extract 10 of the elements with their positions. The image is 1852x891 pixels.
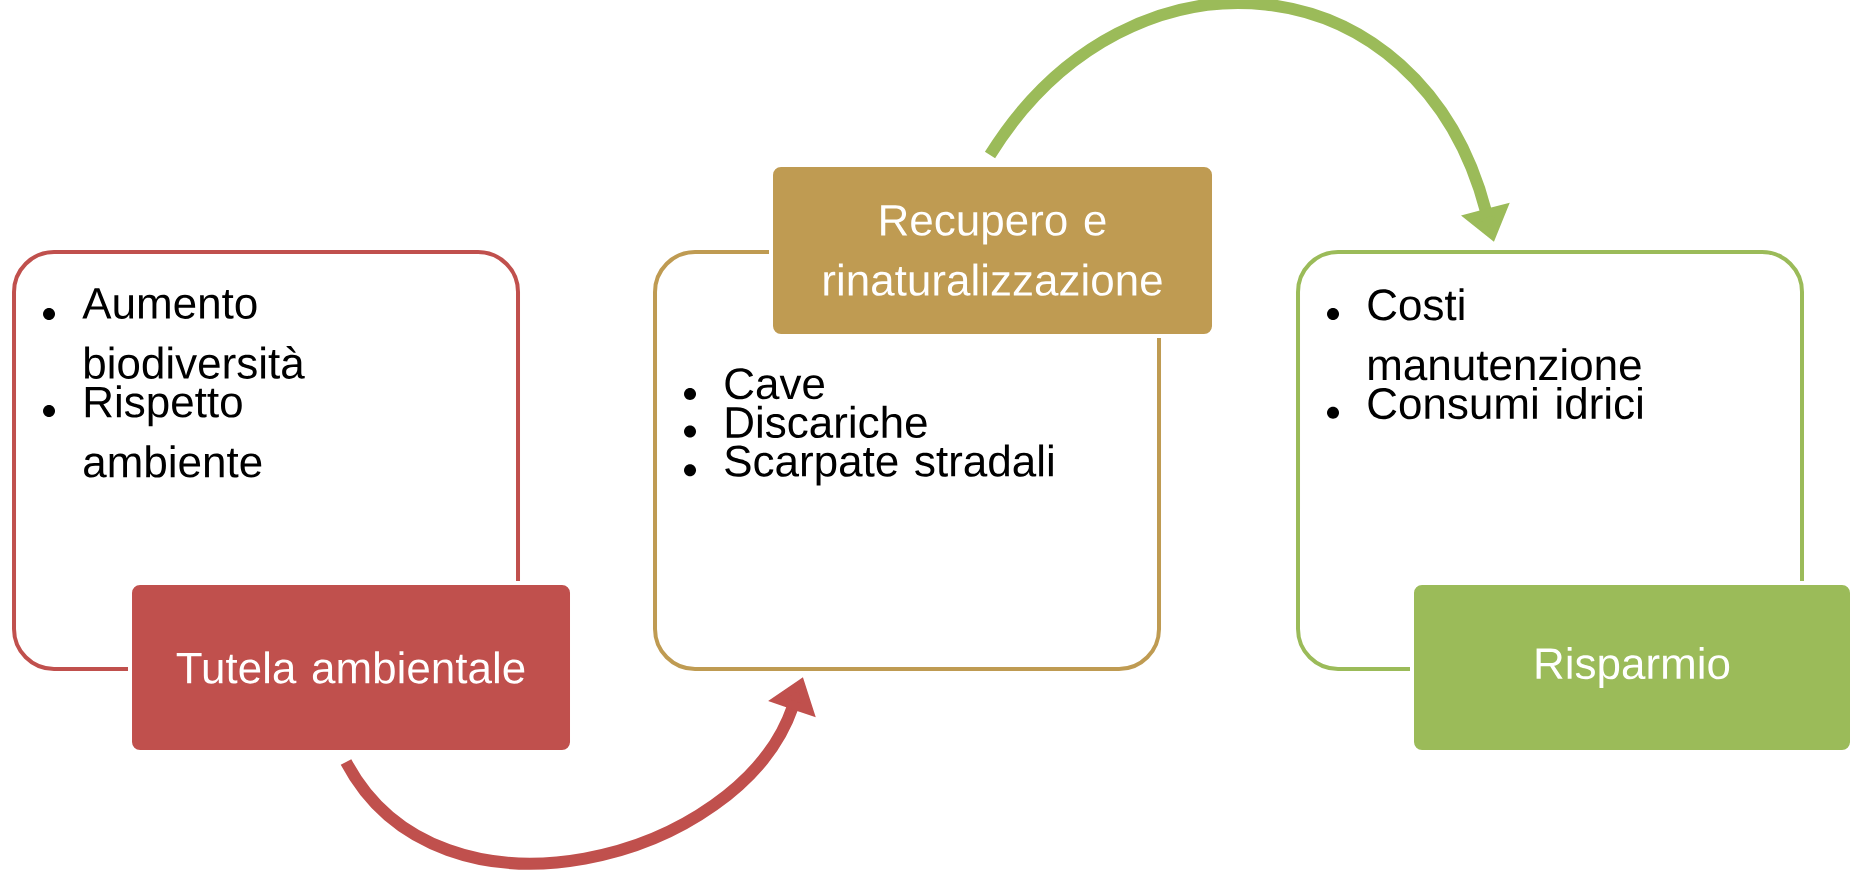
list-item: Cave [725, 368, 824, 400]
list-item: Aumento biodiversità [82, 288, 305, 379]
label-box: Recupero e rinaturalizzazione [769, 163, 1216, 338]
list-item: Discariche [726, 405, 927, 439]
label-box: Risparmio [1410, 581, 1852, 754]
list-item: Rispetto ambiente [84, 385, 262, 478]
list-item: Costi manutenzione [1368, 288, 1641, 381]
label-box: Tutela ambientale [128, 581, 574, 754]
list-item: Scarpate stradali [725, 444, 1053, 486]
list-item: Consumi idrici [1368, 386, 1642, 420]
